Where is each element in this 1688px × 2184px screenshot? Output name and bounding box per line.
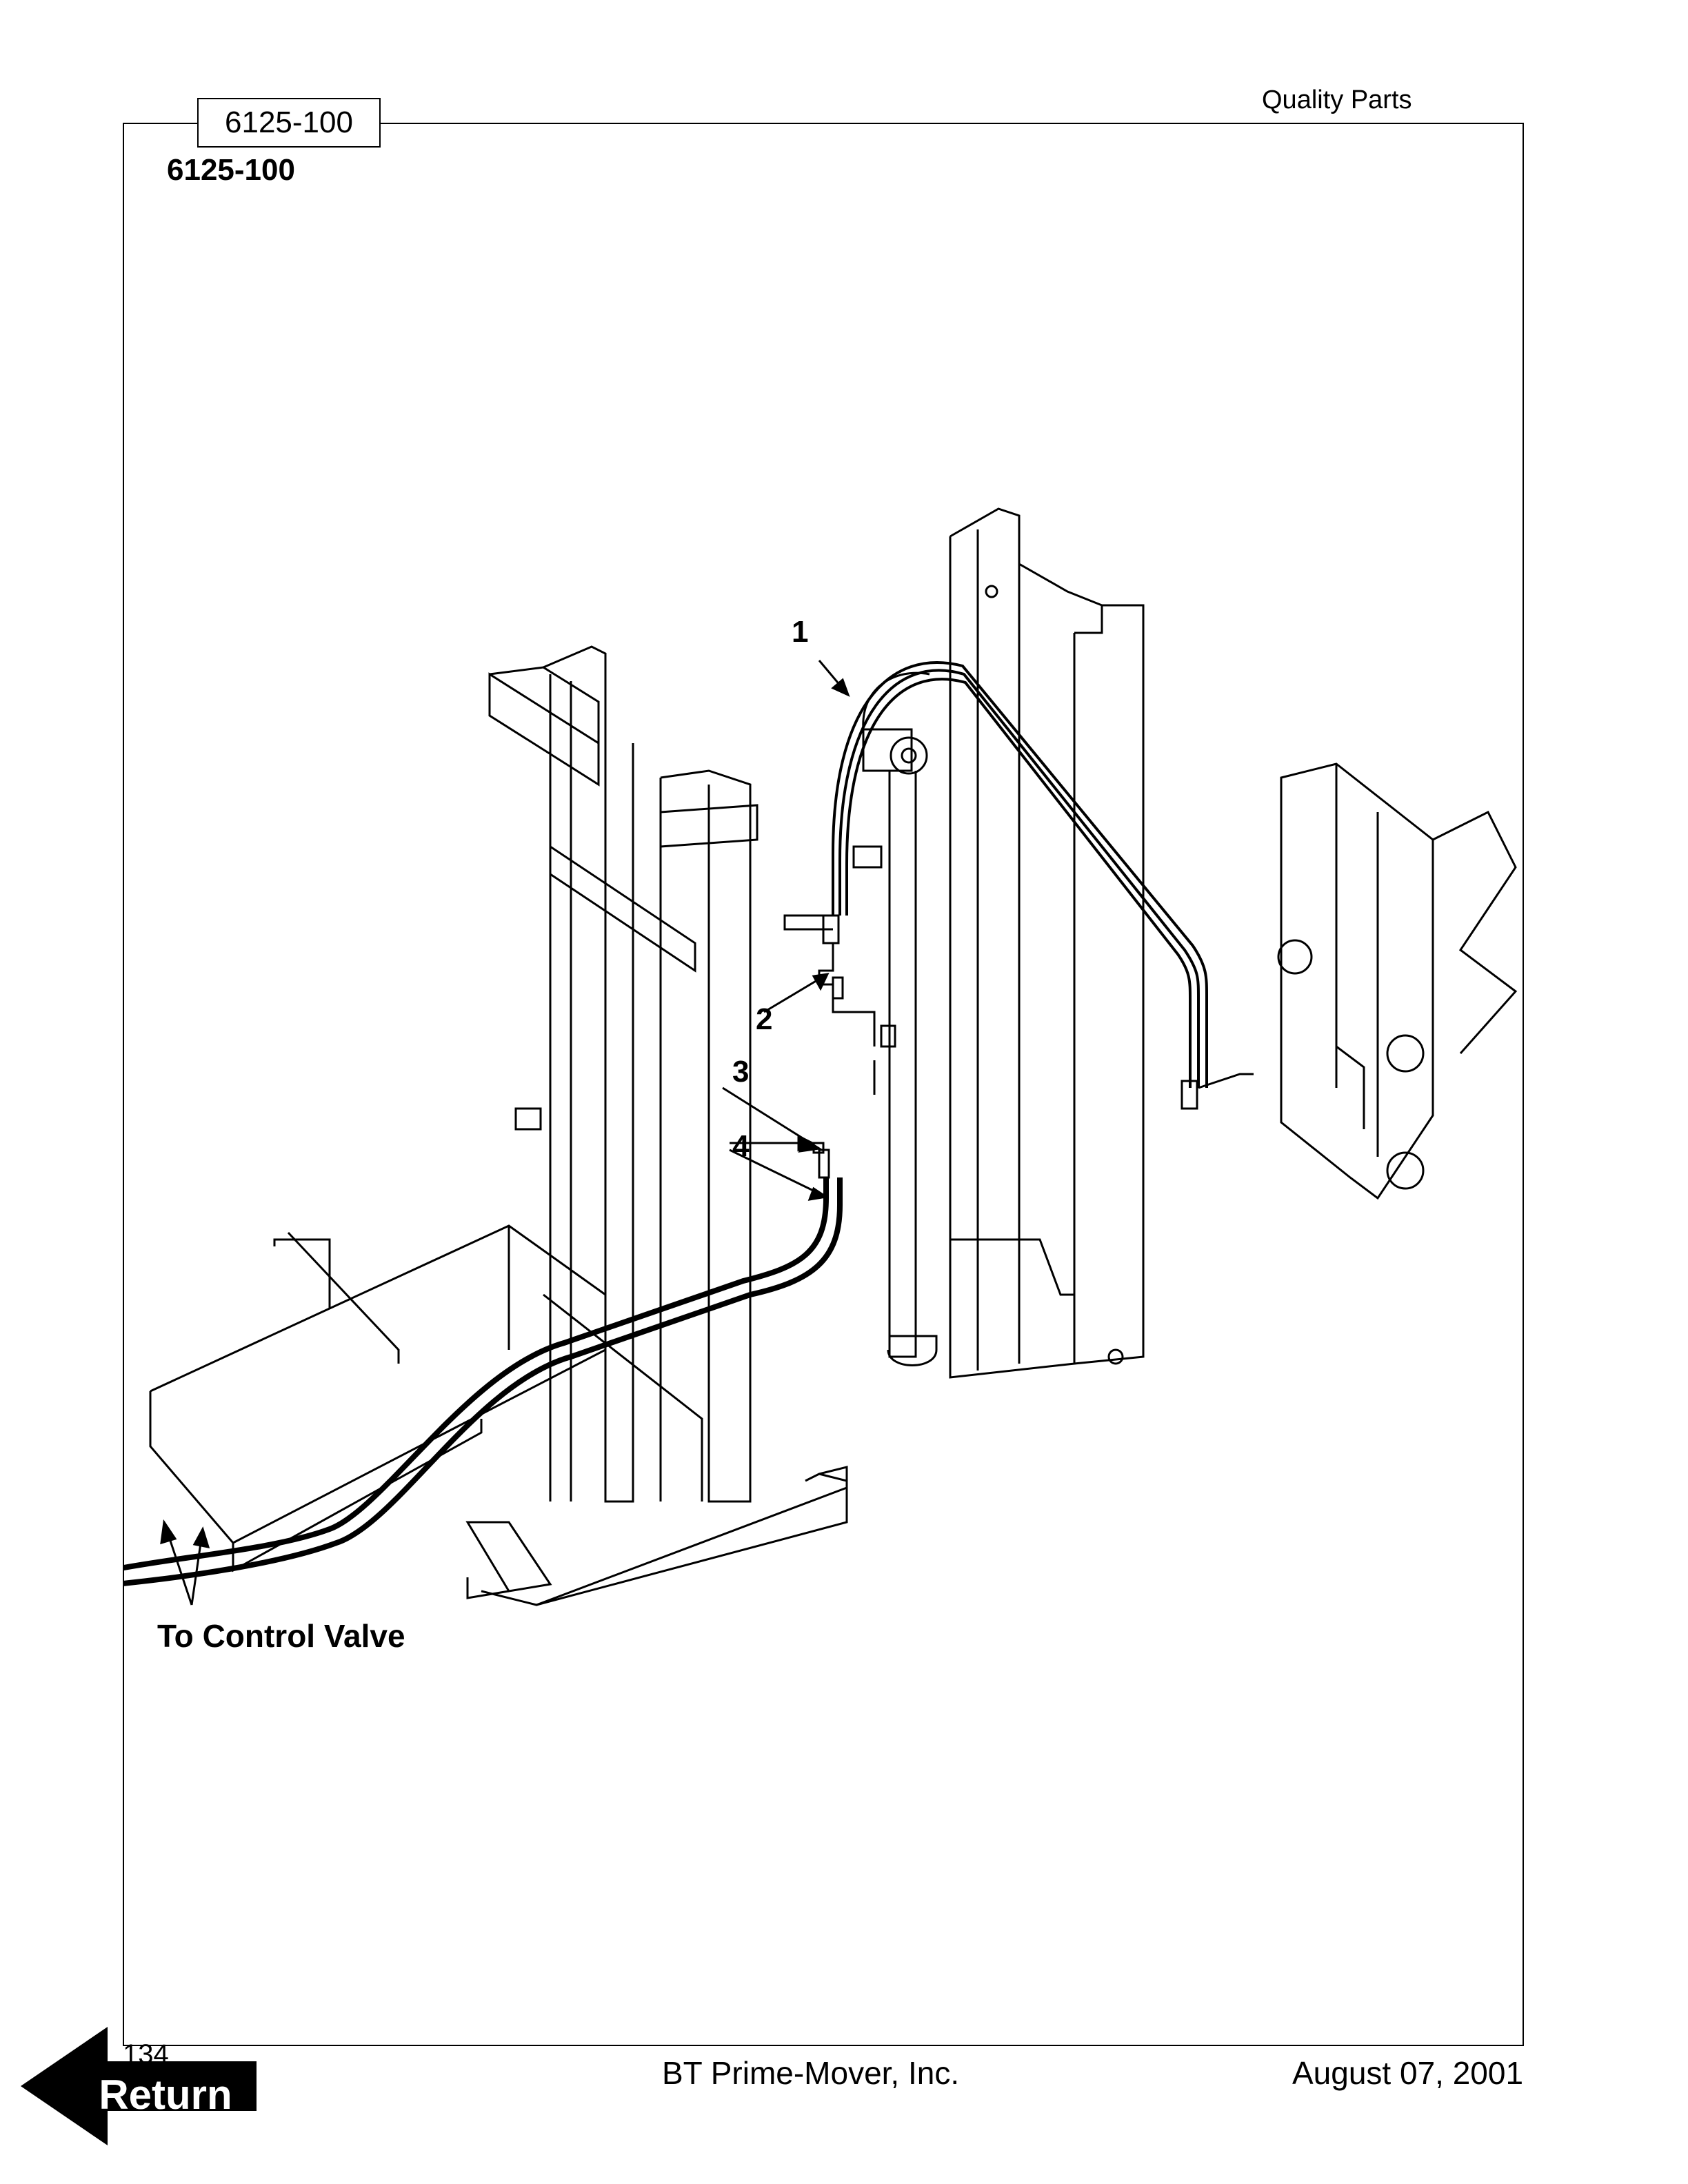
left-arrow-icon: [21, 2027, 257, 2145]
return-button[interactable]: Return: [21, 2027, 257, 2145]
callout-3: 3: [732, 1055, 750, 1089]
hose-assembly: [783, 661, 1254, 1110]
return-label: Return: [99, 2072, 232, 2118]
lift-cylinder: [852, 671, 938, 1366]
figure-title: 6125-100: [167, 153, 295, 187]
figure-number-tab: 6125-100: [197, 98, 381, 148]
inner-mast: [949, 507, 1145, 1379]
hydraulic-hoses: [123, 1177, 843, 1586]
carriage: [1277, 762, 1518, 1200]
outer-mast: [488, 645, 758, 1503]
page-frame: [123, 123, 1524, 2046]
to-control-valve-caption: To Control Valve: [157, 1618, 405, 1654]
callout-2: 2: [756, 1002, 773, 1036]
footer-company: BT Prime-Mover, Inc.: [662, 2055, 960, 2091]
exploded-parts-drawing: [123, 507, 1518, 1606]
callout-4: 4: [732, 1129, 750, 1163]
base-frame: [149, 1224, 848, 1606]
callout-leaders: [160, 660, 850, 1606]
header-quality-parts: Quality Parts: [1262, 85, 1412, 114]
figure-number-tab-label: 6125-100: [225, 105, 353, 139]
footer-date: August 07, 2001: [1292, 2055, 1524, 2091]
callout-1: 1: [792, 615, 809, 649]
